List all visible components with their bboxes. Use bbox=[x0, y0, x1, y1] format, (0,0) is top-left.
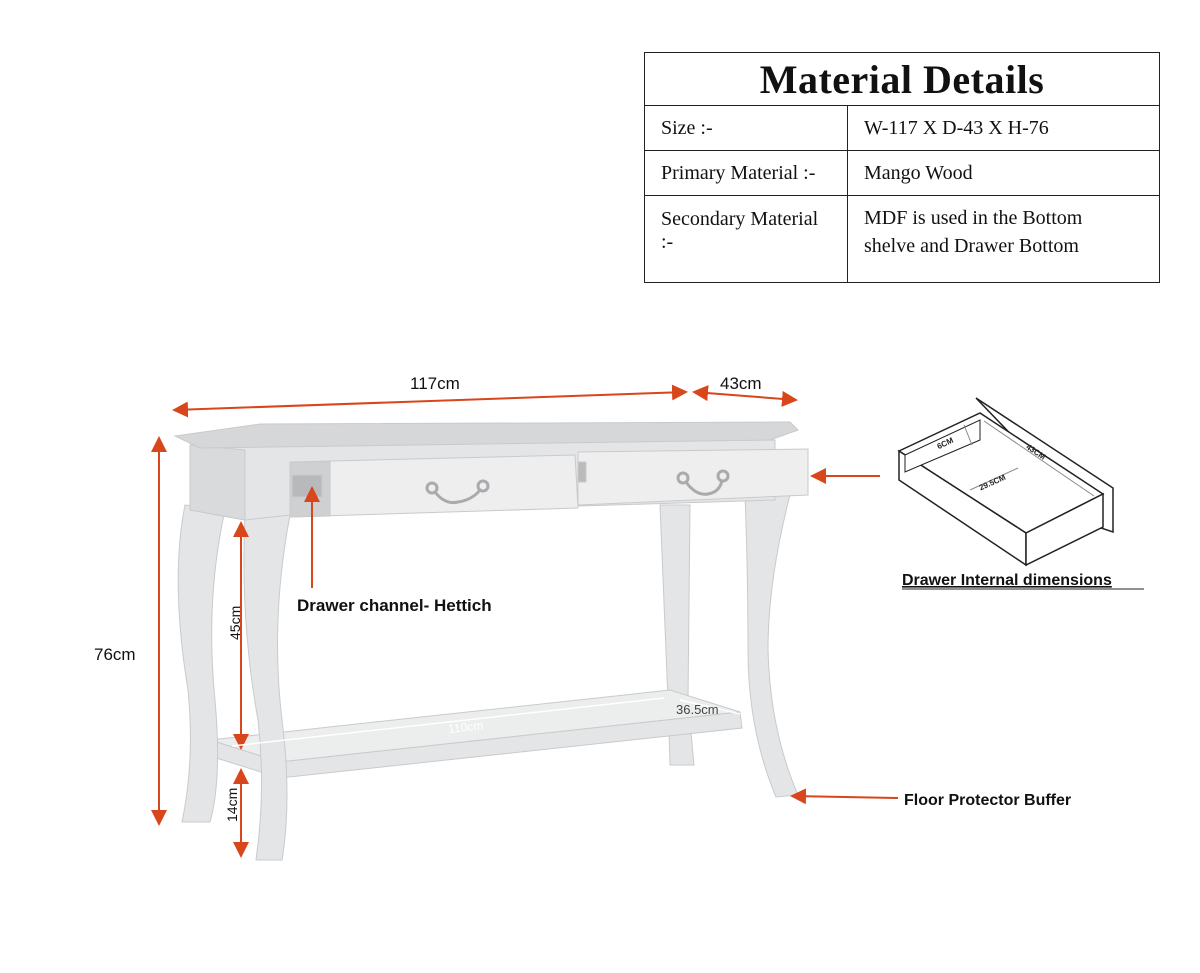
shelf-dimension-lines bbox=[231, 697, 741, 747]
table-row: Secondary Material :- MDF is used in the… bbox=[644, 195, 1160, 283]
drawer-internal-caption: Drawer Internal dimensions bbox=[902, 572, 1112, 589]
floor-buffer-callout: Floor Protector Buffer bbox=[904, 792, 1071, 809]
drawer-internal-diagram bbox=[897, 397, 1114, 567]
depth-label: 43cm bbox=[720, 374, 762, 393]
leg-height-label: 45cm bbox=[227, 606, 243, 640]
drawer-handle bbox=[425, 479, 490, 504]
secondary-material-label: Secondary Material :- bbox=[644, 195, 848, 283]
height-label: 76cm bbox=[94, 645, 136, 664]
secondary-material-value: MDF is used in the Bottom shelve and Dra… bbox=[847, 195, 1160, 283]
material-details-title: Material Details bbox=[644, 52, 1160, 106]
drawer-channel-callout: Drawer channel- Hettich bbox=[297, 596, 492, 615]
width-label: 117cm bbox=[410, 374, 460, 393]
table-row: Size :- W-117 X D-43 X H-76 bbox=[644, 105, 1160, 151]
console-table-illustration bbox=[173, 421, 809, 861]
shelf-width-label: 110cm bbox=[447, 718, 483, 736]
size-label: Size :- bbox=[644, 105, 848, 151]
dimension-arrows bbox=[151, 384, 899, 858]
primary-material-label: Primary Material :- bbox=[644, 150, 848, 196]
size-value: W-117 X D-43 X H-76 bbox=[847, 105, 1160, 151]
shelf-clearance-label: 14cm bbox=[224, 788, 240, 822]
table-row: Primary Material :- Mango Wood bbox=[644, 150, 1160, 196]
shelf-depth-label: 36.5cm bbox=[676, 702, 719, 717]
drawer-handle bbox=[676, 469, 730, 496]
drawer-internal-dimension-lines bbox=[963, 420, 1095, 497]
material-details-table: Material Details Size :- W-117 X D-43 X … bbox=[644, 52, 1160, 283]
